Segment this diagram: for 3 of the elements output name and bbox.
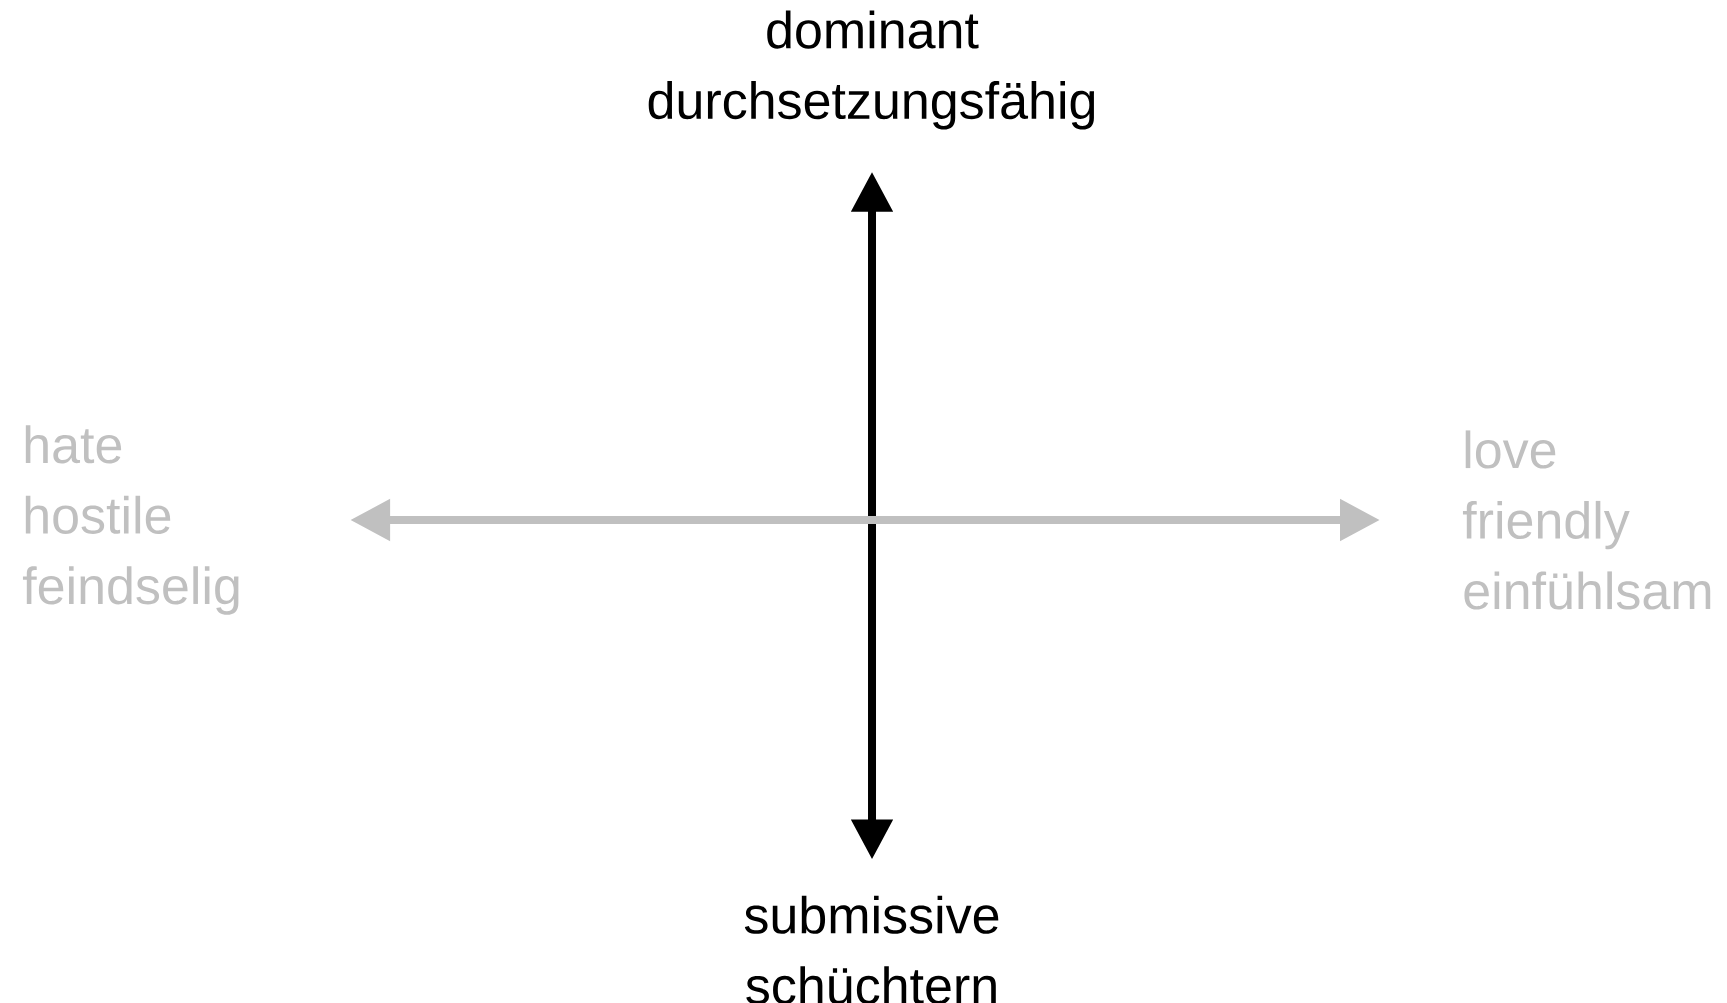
axis-label: dominant durchsetzungsfähig (648, 10, 1095, 130)
axis-label: love friendly einfühlsam (1462, 430, 1711, 610)
axis-label: hate hostile feindselig (22, 425, 239, 615)
